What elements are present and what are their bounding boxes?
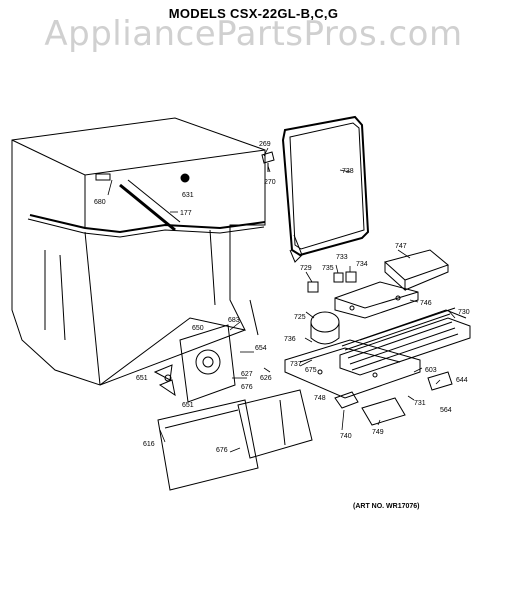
part-735: [333, 272, 344, 283]
label-734: 734: [356, 261, 368, 268]
condenser-coil: [339, 307, 471, 376]
label-627: 627: [241, 371, 253, 378]
label-177: 177: [180, 210, 192, 217]
compressor: [310, 311, 340, 345]
label-737: 737: [290, 361, 302, 368]
art-number: (ART NO. WR17076): [353, 503, 420, 510]
base-pan: [284, 339, 421, 399]
label-626: 626: [260, 375, 272, 382]
label-676-lower: 676: [216, 447, 228, 454]
label-725: 725: [294, 314, 306, 321]
part-740: [334, 391, 359, 409]
label-270: 270: [264, 179, 276, 186]
rear-cover: [237, 389, 313, 459]
label-631: 631: [182, 192, 194, 199]
part-749: [361, 397, 406, 426]
part-729: [307, 281, 319, 293]
watermark: AppliancePartsPros.com: [44, 14, 463, 54]
label-740: 740: [340, 433, 352, 440]
gasket-frame: [281, 115, 370, 263]
leader-lines: [107, 147, 456, 453]
fan-shroud: [179, 324, 236, 403]
label-746: 746: [420, 300, 432, 307]
label-650: 650: [192, 325, 204, 332]
label-675: 675: [305, 367, 317, 374]
label-680: 680: [94, 199, 106, 206]
fastener-269: [261, 151, 275, 172]
label-683: 683: [228, 317, 240, 324]
label-747: 747: [395, 243, 407, 250]
label-731: 731: [414, 400, 426, 407]
label-651-lower: 651: [182, 402, 194, 409]
label-654: 654: [255, 345, 267, 352]
label-644: 644: [456, 377, 468, 384]
part-labels: 269 270 738 680 631 177 747 729 733 734 …: [94, 141, 470, 454]
label-735: 735: [322, 265, 334, 272]
label-651-left: 651: [136, 375, 148, 382]
shelf-746: [334, 281, 419, 319]
cabinet-housing: [11, 117, 266, 386]
label-603: 603: [425, 367, 437, 374]
label-733: 733: [336, 254, 348, 261]
diagram-title: MODELS CSX-22GL-B,C,G: [168, 6, 339, 21]
label-738: 738: [342, 168, 354, 175]
label-736: 736: [284, 336, 296, 343]
label-616: 616: [143, 441, 155, 448]
label-269: 269: [259, 141, 271, 148]
label-676-upper: 676: [241, 384, 253, 391]
part-644: [427, 371, 453, 391]
part-733: [345, 271, 357, 283]
label-730: 730: [458, 309, 470, 316]
label-564: 564: [440, 407, 452, 414]
label-729: 729: [300, 265, 312, 272]
access-panel: [157, 399, 259, 491]
label-749: 749: [372, 429, 384, 436]
bracket-747: [383, 249, 449, 292]
label-748: 748: [314, 395, 326, 402]
fan-blade: [153, 364, 176, 397]
